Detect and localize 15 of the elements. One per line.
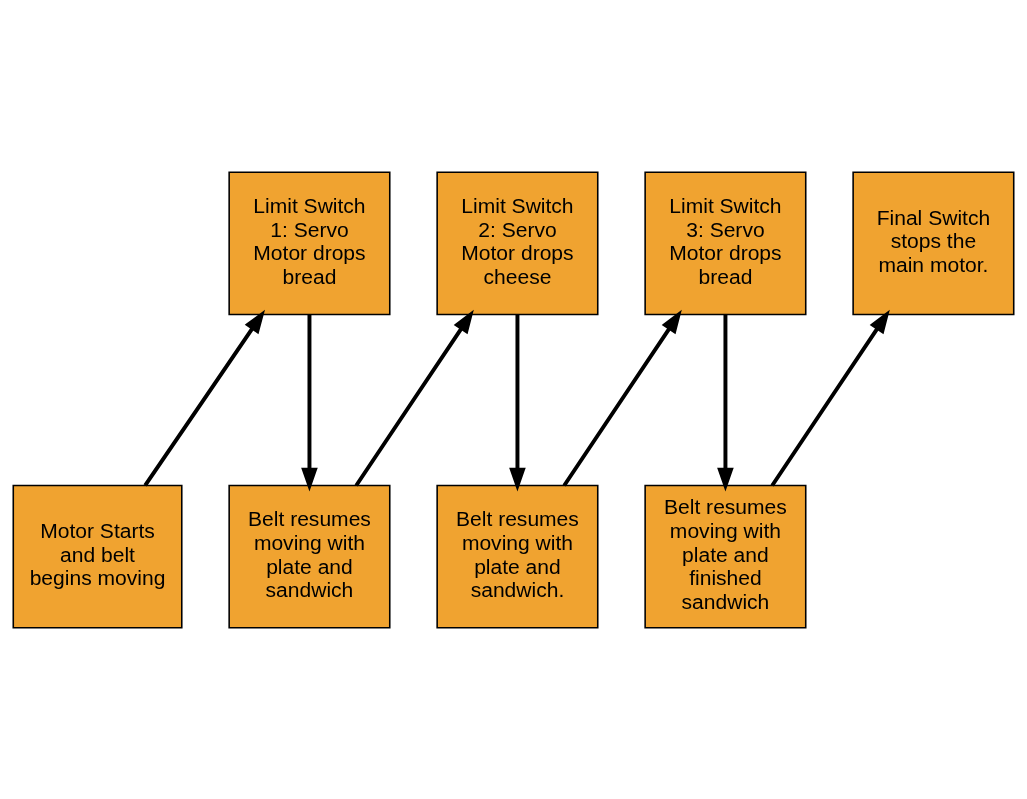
node-box: Limit Switch 3: Servo Motor drops bread	[644, 171, 807, 315]
arrow	[301, 314, 318, 491]
arrow	[354, 309, 474, 487]
node-box: Motor Starts and belt begins moving	[12, 484, 183, 628]
node-box: Belt resumes moving with plate and sandwich	[228, 484, 391, 628]
arrow	[562, 309, 682, 487]
arrow	[509, 314, 526, 491]
node-box: Final Switch stops the main motor.	[852, 171, 1015, 315]
node-box: Belt resumes moving with plate and sandwich.	[436, 484, 599, 628]
arrow	[143, 309, 265, 487]
node-box: Limit Switch 2: Servo Motor drops cheese	[436, 171, 599, 315]
node-box: Belt resumes moving with plate and finished sandwich	[644, 484, 807, 628]
node-box: Limit Switch 1: Servo Motor drops bread	[228, 171, 391, 315]
arrow	[717, 314, 734, 491]
arrow	[770, 309, 890, 487]
